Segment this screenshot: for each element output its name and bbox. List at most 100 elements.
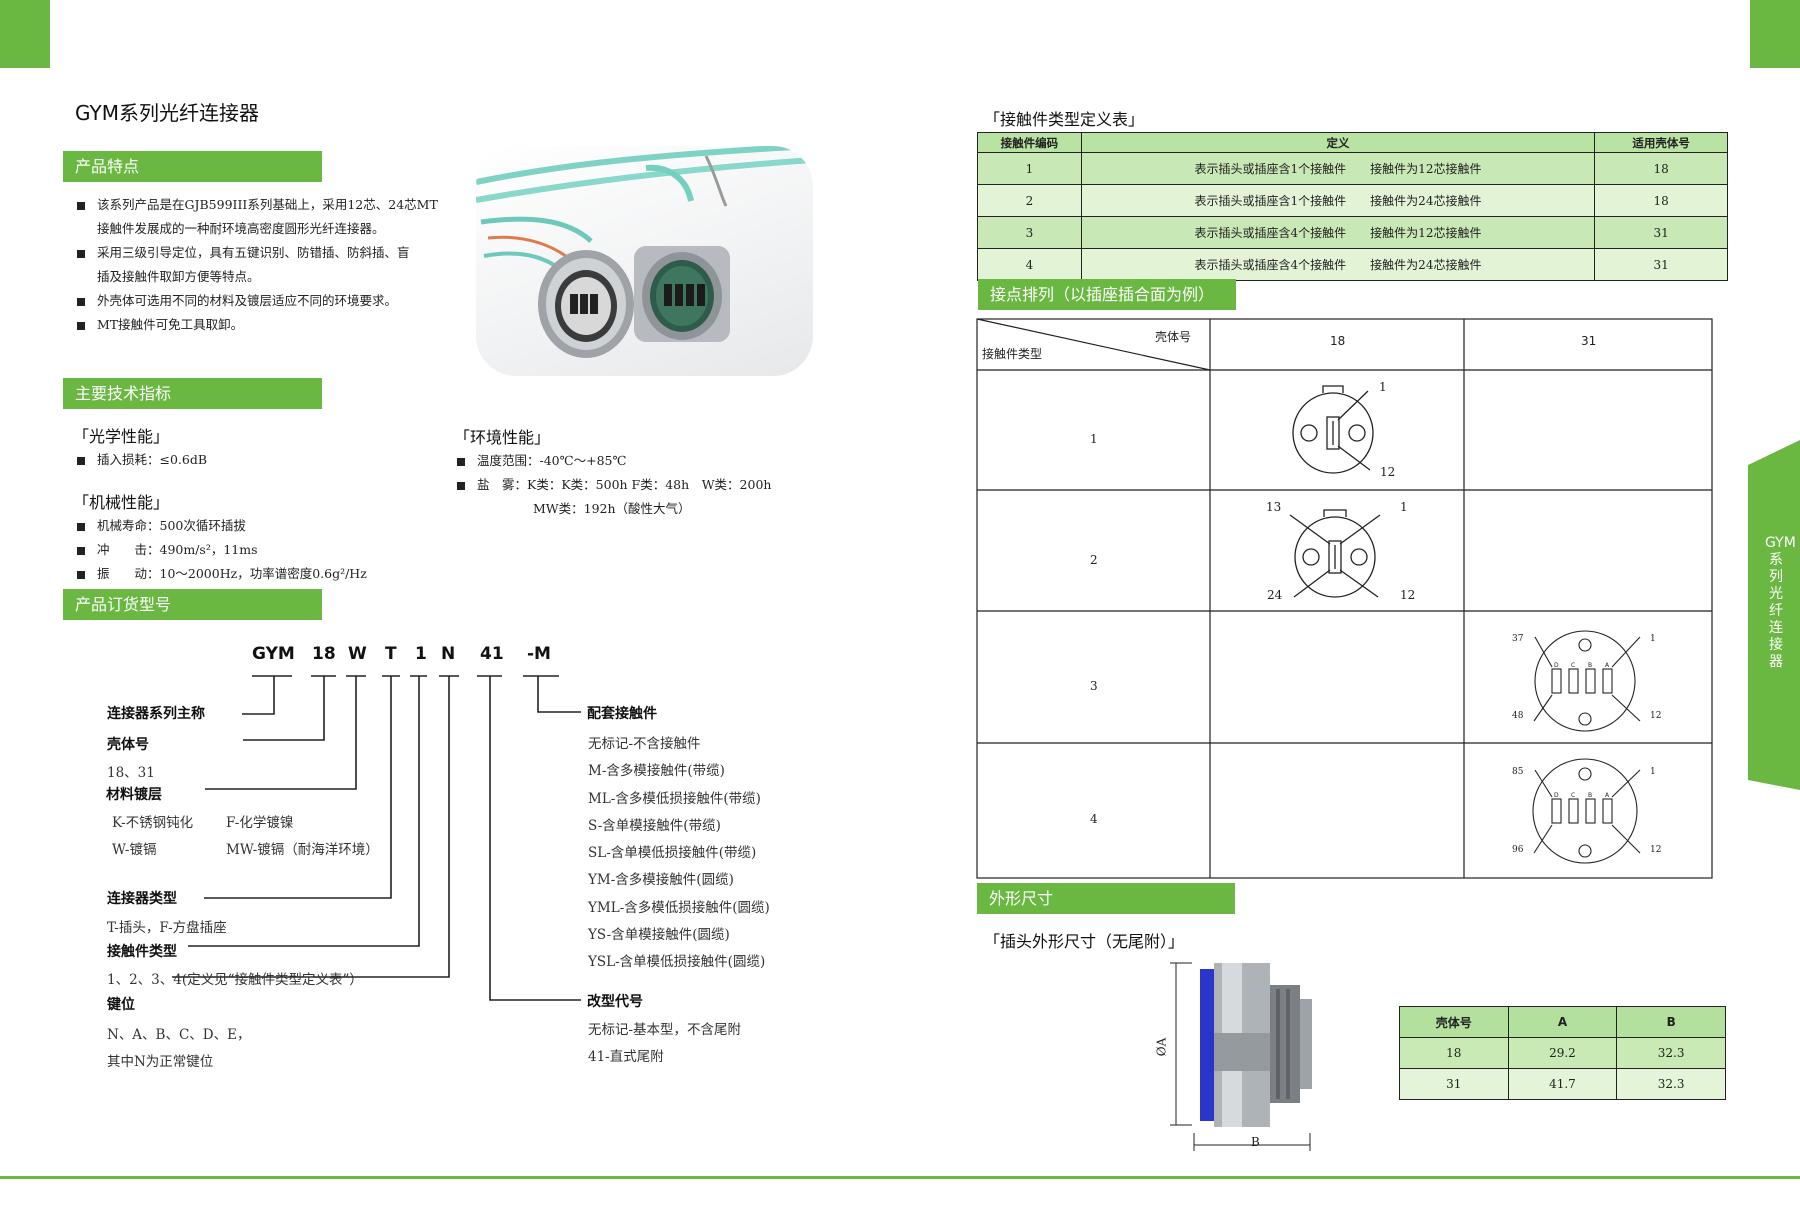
contact-table-title: 「接触件类型定义表」 <box>984 110 1145 129</box>
table-cell: 表示插头或插座含4个接触件 接触件为24芯接触件 <box>1080 248 1596 281</box>
side-tab-label: GYM系列光纤连接器 <box>1765 535 1796 670</box>
table-header-cell: 定义 <box>1080 132 1596 153</box>
code-shell: 18 <box>312 644 336 664</box>
label-modification: 改型代号 <box>587 994 643 1010</box>
svg-text:D: D <box>1554 792 1559 799</box>
dimensions-table: 壳体号 A B 18 29.2 32.3 31 41.7 32.3 <box>1399 1006 1726 1100</box>
pin-label: 1 <box>1379 380 1387 394</box>
table-row: 31 41.7 32.3 <box>1399 1068 1726 1100</box>
pin-label: 12 <box>1380 465 1396 479</box>
feature-item: 外壳体可选用不同的材料及镀层适应不同的环境要求。 <box>77 289 457 313</box>
dim-label-b: B <box>1251 1135 1260 1149</box>
env-item: 温度范围：-40℃～+85℃ <box>457 449 771 473</box>
table-cell: 31 <box>1594 216 1728 249</box>
table-row: 3 表示插头或插座含4个接触件 接触件为12芯接触件 31 <box>977 216 1728 249</box>
corner-accent-right <box>1750 0 1800 68</box>
pin-label: 37 <box>1512 634 1524 644</box>
code-contact: 1 <box>415 644 427 664</box>
dimensions-heading: 外形尺寸 <box>977 883 1235 914</box>
position-letters: D C B A <box>1554 662 1610 669</box>
table-cell: 32.3 <box>1616 1037 1726 1069</box>
label-key: 键位 <box>107 997 135 1013</box>
label-material: 材料镀层 <box>106 787 162 803</box>
contacts-set-item: SL-含单模低损接触件(带缆) <box>588 845 757 862</box>
table-cell: 18 <box>1594 184 1728 217</box>
mechanical-item: 振 动：10～2000Hz，功率谱密度0.6g²/Hz <box>77 562 367 586</box>
desc-modification: 无标记-基本型，不含尾附 <box>588 1022 742 1038</box>
desc-shell: 18、31 <box>107 765 155 781</box>
label-series: 连接器系列主称 <box>107 706 205 722</box>
optical-item: 插入损耗：≤0.6dB <box>77 448 207 472</box>
pin-label: 48 <box>1512 711 1524 721</box>
layout-heading: 接点排列（以插座插合面为例） <box>978 279 1236 310</box>
contacts-set-item: M-含多模接触件(带缆) <box>588 763 725 780</box>
table-cell: 31 <box>1594 248 1728 281</box>
dimensions-subtitle: 「插头外形尺寸（无尾附）」 <box>984 932 1185 951</box>
table-header-cell: B <box>1616 1006 1726 1038</box>
table-cell: 1 <box>977 152 1082 185</box>
desc-material: K-不锈钢钝化 <box>112 815 194 831</box>
optical-title: 「光学性能」 <box>73 427 170 446</box>
col-header-18: 18 <box>1330 334 1346 348</box>
label-type: 连接器类型 <box>107 891 177 907</box>
row-label-2: 2 <box>1090 553 1098 567</box>
feature-item: 采用三级引导定位，具有五键识别、防错插、防斜插、盲 <box>77 241 457 265</box>
features-list: 该系列产品是在GJB599III系列基础上，采用12芯、24芯MT 接触件发展成… <box>77 193 457 337</box>
table-cell: 3 <box>977 216 1082 249</box>
contacts-set-item: YSL-含单模低损接触件(圆缆) <box>588 954 766 971</box>
corner-bottom-label: 接触件类型 <box>982 347 1043 361</box>
svg-text:B: B <box>1588 792 1592 799</box>
pin-label: 13 <box>1266 500 1282 514</box>
contacts-set-item: 无标记-不含接触件 <box>588 736 701 752</box>
table-cell: 表示插头或插座含4个接触件 接触件为12芯接触件 <box>1080 216 1596 249</box>
pin-label: 1 <box>1400 500 1408 514</box>
desc-type: T-插头，F-方盘插座 <box>107 920 227 936</box>
code-type: T <box>385 644 397 664</box>
svg-text:D: D <box>1554 662 1559 669</box>
dim-label-a: ØA <box>1154 1037 1169 1057</box>
table-cell: 表示插头或插座含1个接触件 接触件为24芯接触件 <box>1080 184 1596 217</box>
table-cell: 2 <box>977 184 1082 217</box>
label-shell: 壳体号 <box>107 737 149 753</box>
table-row: 18 29.2 32.3 <box>1399 1037 1726 1069</box>
label-contacts-set: 配套接触件 <box>587 706 657 722</box>
desc-modification: 41-直式尾附 <box>588 1049 664 1065</box>
env-title: 「环境性能」 <box>454 428 551 447</box>
mechanical-list: 机械寿命：500次循环插拔 冲 击：490m/s²，11ms 振 动：10～20… <box>77 514 367 586</box>
contacts-set-item: YS-含单模接触件(圆缆) <box>588 927 730 944</box>
contact-diagram-4: D C B A <box>1532 758 1641 864</box>
contact-diagram-3: D C B A <box>1533 630 1641 732</box>
env-list: 温度范围：-40℃～+85℃ 盐 雾：K类：K类：500h F类：48h W类：… <box>457 449 771 521</box>
feature-item-cont: 插及接触件取卸方便等特点。 <box>97 269 260 284</box>
pin-label: 12 <box>1650 845 1662 855</box>
specs-heading: 主要技术指标 <box>63 378 322 409</box>
plug-outline-drawing <box>1170 962 1312 1151</box>
table-cell: 31 <box>1399 1068 1509 1100</box>
svg-text:B: B <box>1588 662 1592 669</box>
pin-label: 12 <box>1650 711 1662 721</box>
row-label-1: 1 <box>1090 432 1098 446</box>
desc-material: F-化学镀镍 <box>226 815 294 831</box>
side-tab <box>1748 440 1800 790</box>
env-item: 盐 雾：K类：K类：500h F类：48h W类：200h <box>457 473 771 497</box>
col-header-31: 31 <box>1581 334 1597 348</box>
contact-diagram-2 <box>1289 509 1381 598</box>
svg-text:C: C <box>1571 792 1575 799</box>
svg-text:C: C <box>1571 662 1575 669</box>
desc-key: 其中N为正常键位 <box>107 1054 214 1070</box>
pin-label: 96 <box>1512 845 1524 855</box>
feature-item: MT接触件可免工具取卸。 <box>77 313 457 337</box>
features-heading: 产品特点 <box>63 151 322 182</box>
table-header-cell: A <box>1507 1006 1618 1038</box>
corner-top-label: 壳体号 <box>1155 330 1192 344</box>
contacts-set-list: 无标记-不含接触件 M-含多模接触件(带缆) ML-含多模低损接触件(带缆) S… <box>588 731 770 977</box>
mechanical-item: 机械寿命：500次循环插拔 <box>77 514 367 538</box>
bottom-rule <box>0 1176 1800 1179</box>
table-cell: 32.3 <box>1616 1068 1726 1100</box>
page-title: GYM系列光纤连接器 <box>75 101 259 125</box>
desc-contact: 1、2、3、4(定义见“接触件类型定义表”） <box>107 972 363 988</box>
svg-text:A: A <box>1605 662 1610 669</box>
contacts-set-item: YM-含多模接触件(圆缆) <box>588 872 734 889</box>
row-label-3: 3 <box>1090 679 1098 693</box>
code-material: W <box>348 644 367 664</box>
